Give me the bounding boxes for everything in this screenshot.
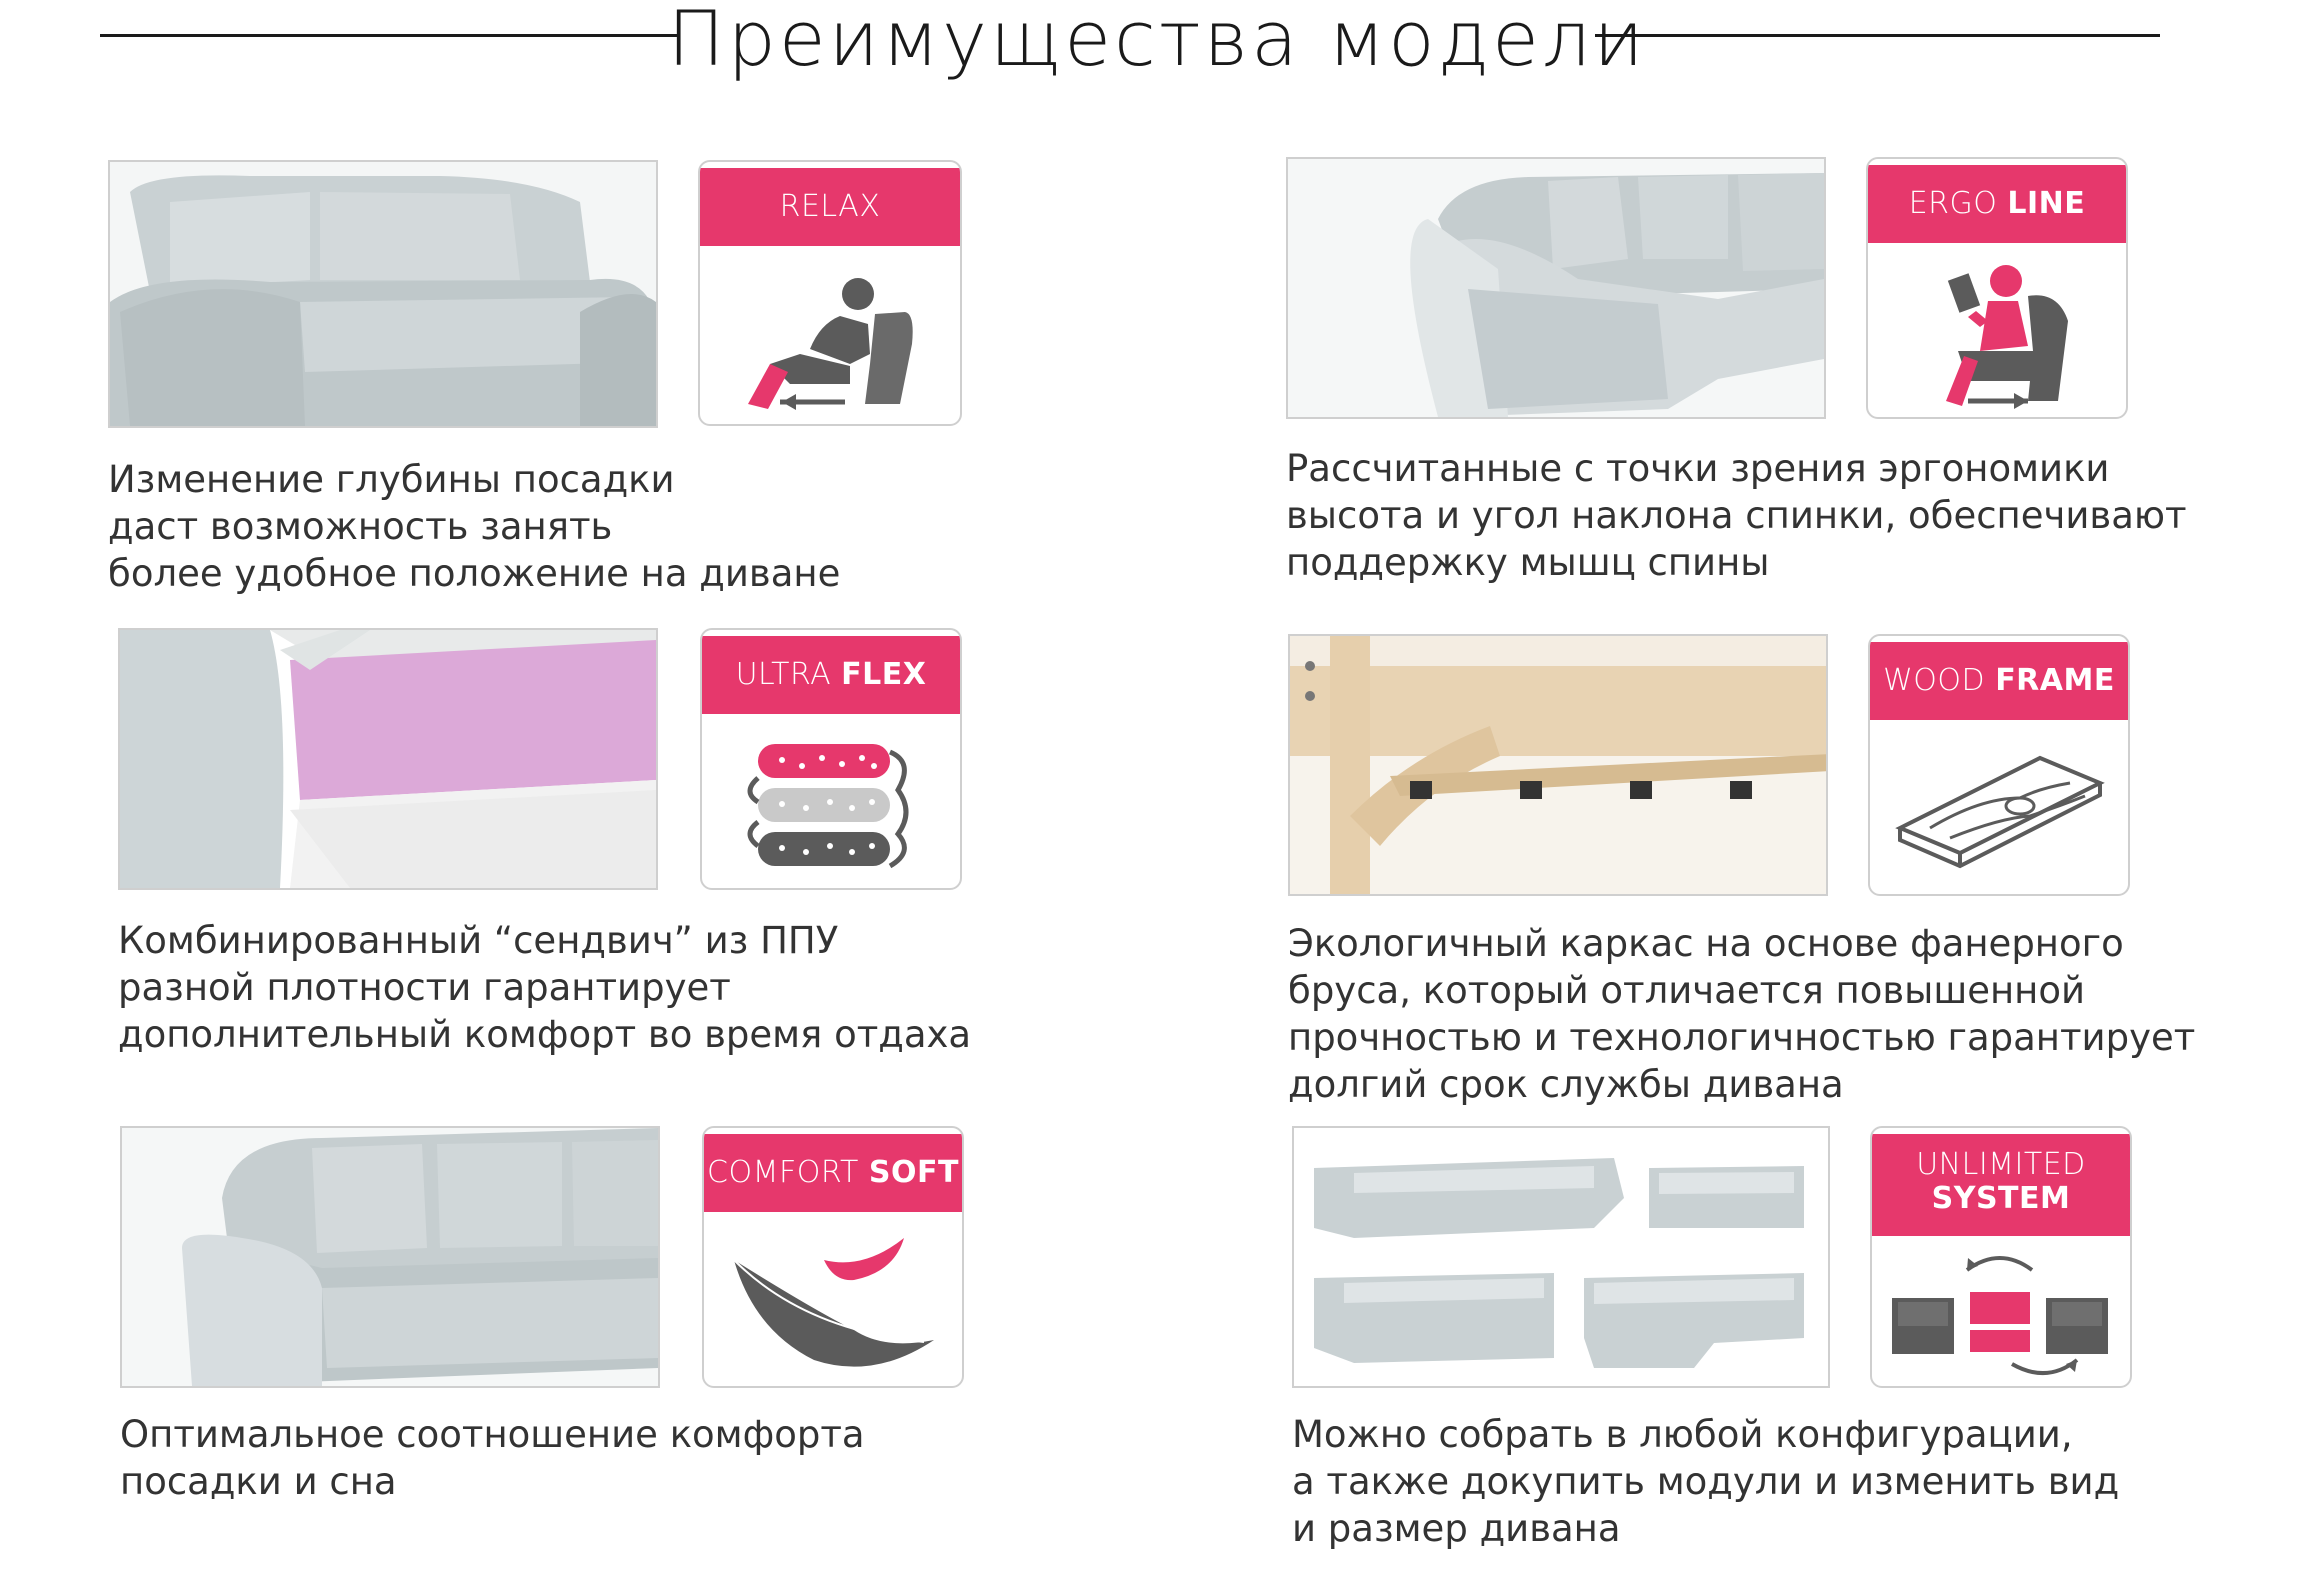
sofa-photo-comfort: [120, 1126, 660, 1388]
desc-relax: Изменение глубины посадки даст возможнос…: [108, 456, 840, 597]
desc-line: разной плотности гарантирует: [118, 966, 731, 1009]
desc-line: поддержку мышц спины: [1286, 541, 1770, 584]
desc-wood: Экологичный каркас на основе фанерного б…: [1288, 920, 2195, 1108]
wood-frame-photo: [1288, 634, 1828, 896]
desc-comfort: Оптимальное соотношение комфорта посадки…: [120, 1411, 865, 1505]
foam-layers-icon: [702, 722, 960, 888]
desc-line: более удобное положение на диване: [108, 552, 841, 595]
desc-line: долгий срок службы дивана: [1288, 1063, 1844, 1106]
desc-line: Оптимальное соотношение комфорта: [120, 1413, 865, 1456]
badge-ergo-bold: LINE: [2007, 186, 2086, 221]
badge-ultra-bold: FLEX: [841, 657, 927, 692]
badge-comfort-thin: COMFORT: [707, 1155, 859, 1190]
person-reading-chair-icon: [1868, 251, 2126, 417]
desc-line: Изменение глубины посадки: [108, 458, 675, 501]
badge-relax-position: RELAX POSITION: [698, 160, 962, 426]
desc-line: Рассчитанные с точки зрения эргономики: [1286, 447, 2110, 490]
title-rule-right: [1595, 34, 2160, 37]
badge-wood-bold: FRAME: [1995, 663, 2115, 698]
badge-comfort-soft: COMFORT SOFT: [702, 1126, 964, 1388]
wood-plank-icon: [1870, 728, 2128, 894]
desc-line: Можно собрать в любой конфигурации,: [1292, 1413, 2073, 1456]
sofa-photo-ergo: [1286, 157, 1826, 419]
badge-ultra-flex: ULTRA FLEX: [700, 628, 962, 890]
desc-ergo: Рассчитанные с точки зрения эргономики в…: [1286, 445, 2187, 586]
badge-comfort-bold: SOFT: [868, 1155, 959, 1190]
badge-ultra-thin: ULTRA: [735, 657, 832, 692]
desc-line: бруса, который отличается повышенной: [1288, 969, 2086, 1012]
desc-line: посадки и сна: [120, 1460, 397, 1503]
desc-line: дополнительный комфорт во время отдаха: [118, 1013, 972, 1056]
title-rule-left: [100, 34, 680, 37]
badge-ergo-line: ERGO LINE: [1866, 157, 2128, 419]
modular-sofa-icon: [1872, 1240, 2130, 1386]
desc-ultra: Комбинированный “сендвич” из ППУ разной …: [118, 917, 971, 1058]
desc-line: а также докупить модули и изменить вид: [1292, 1460, 2120, 1503]
badge-relax-thin: RELAX: [779, 189, 881, 224]
badge-wood-frame: WOOD FRAME: [1868, 634, 2130, 896]
badge-unlimited-thin: UNLIMITED: [1916, 1147, 2086, 1182]
badge-ergo-thin: ERGO: [1908, 186, 1998, 221]
desc-line: даст возможность занять: [108, 505, 613, 548]
foam-layers-photo: [118, 628, 658, 890]
badge-wood-thin: WOOD: [1883, 663, 1986, 698]
desc-line: прочностью и технологичностью гарантируе…: [1288, 1016, 2196, 1059]
recliner-person-icon: [700, 254, 960, 424]
badge-unlimited-bold: SYSTEM: [1931, 1181, 2071, 1216]
desc-line: Экологичный каркас на основе фанерного: [1288, 922, 2124, 965]
desc-line: и размер дивана: [1292, 1507, 1621, 1550]
sofa-configurations-photo: [1292, 1126, 1830, 1388]
desc-unlimited: Можно собрать в любой конфигурации, а та…: [1292, 1411, 2119, 1552]
page-title: Преимущества модели: [667, 0, 1647, 83]
header: Преимущества модели: [0, 0, 2314, 90]
desc-line: Комбинированный “сендвич” из ППУ: [118, 919, 839, 962]
feather-icon: [704, 1220, 962, 1386]
sofa-photo-relax: [108, 160, 658, 428]
badge-relax-bold: POSITION: [746, 267, 914, 302]
desc-line: высота и угол наклона спинки, обеспечива…: [1286, 494, 2187, 537]
